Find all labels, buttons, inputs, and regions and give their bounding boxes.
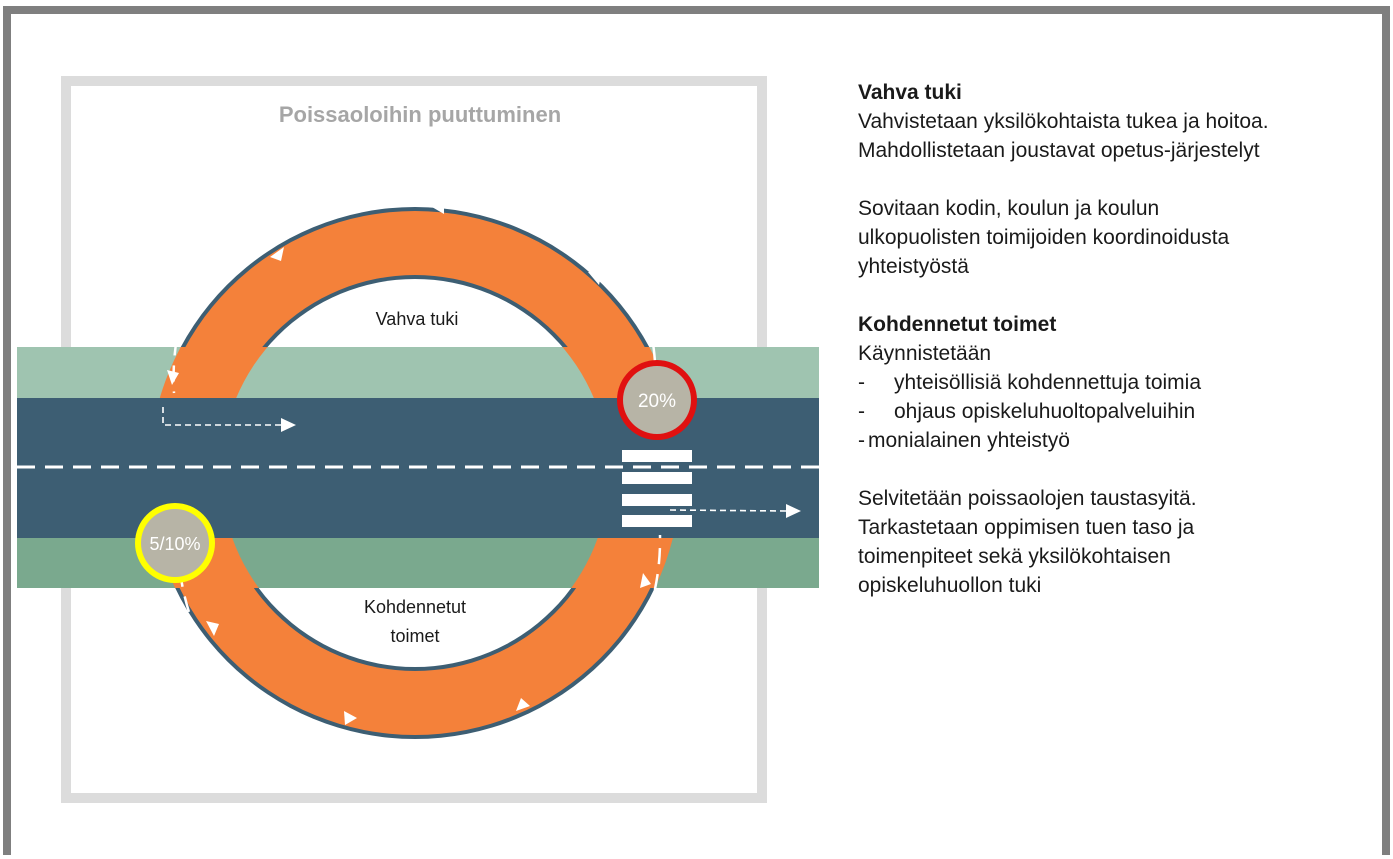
list-item: -ohjaus opiskeluhuoltopalveluihin: [858, 400, 1196, 423]
section2-line2: Tarkastetaan oppimisen tuen taso ja: [858, 516, 1195, 539]
section2-line4: opiskeluhuollon tuki: [858, 574, 1042, 597]
badge-red-label: 20%: [638, 391, 676, 412]
exit-arrow-left: [162, 407, 282, 426]
section1-line1: Vahvistetaan yksilökohtaista tukea ja ho…: [858, 110, 1269, 133]
section2-heading: Kohdennetut toimet: [858, 313, 1057, 336]
badge-yellow-label: 5/10%: [149, 534, 200, 554]
ring-bottom-label-line2: toimet: [390, 626, 439, 646]
ring-flow-bottom: [176, 534, 662, 783]
diagram-title: Poissaoloihin puuttuminen: [279, 102, 561, 127]
section2-intro: Käynnistetään: [858, 342, 992, 365]
section1-heading: Vahva tuki: [858, 81, 962, 104]
ring-bottom-label-line1: Kohdennetut: [364, 597, 466, 617]
section2-line3: toimenpiteet sekä yksilökohtaisen: [858, 545, 1171, 568]
list-item: -monialainen yhteistyö: [858, 429, 1070, 452]
list-item: -yhteisöllisiä kohdennettuja toimia: [858, 371, 1202, 394]
green-band-top: [17, 347, 819, 398]
section1-line2: Mahdollistetaan joustavat opetus-järjest…: [858, 139, 1260, 162]
ring-top-label: Vahva tuki: [376, 309, 459, 329]
description-panel: Vahva tuki Vahvistetaan yksilökohtaista …: [858, 78, 1388, 600]
section1-line3: Sovitaan kodin, koulun ja koulun: [858, 197, 1160, 220]
section2-line1: Selvitetään poissaolojen taustasyitä.: [858, 487, 1197, 510]
section1-line4: ulkopuolisten toimijoiden koordinoidusta: [858, 226, 1230, 249]
ring-flow-top: [172, 135, 657, 394]
section1-line5: yhteistyöstä: [858, 255, 969, 278]
zebra-crossing: [622, 450, 692, 527]
